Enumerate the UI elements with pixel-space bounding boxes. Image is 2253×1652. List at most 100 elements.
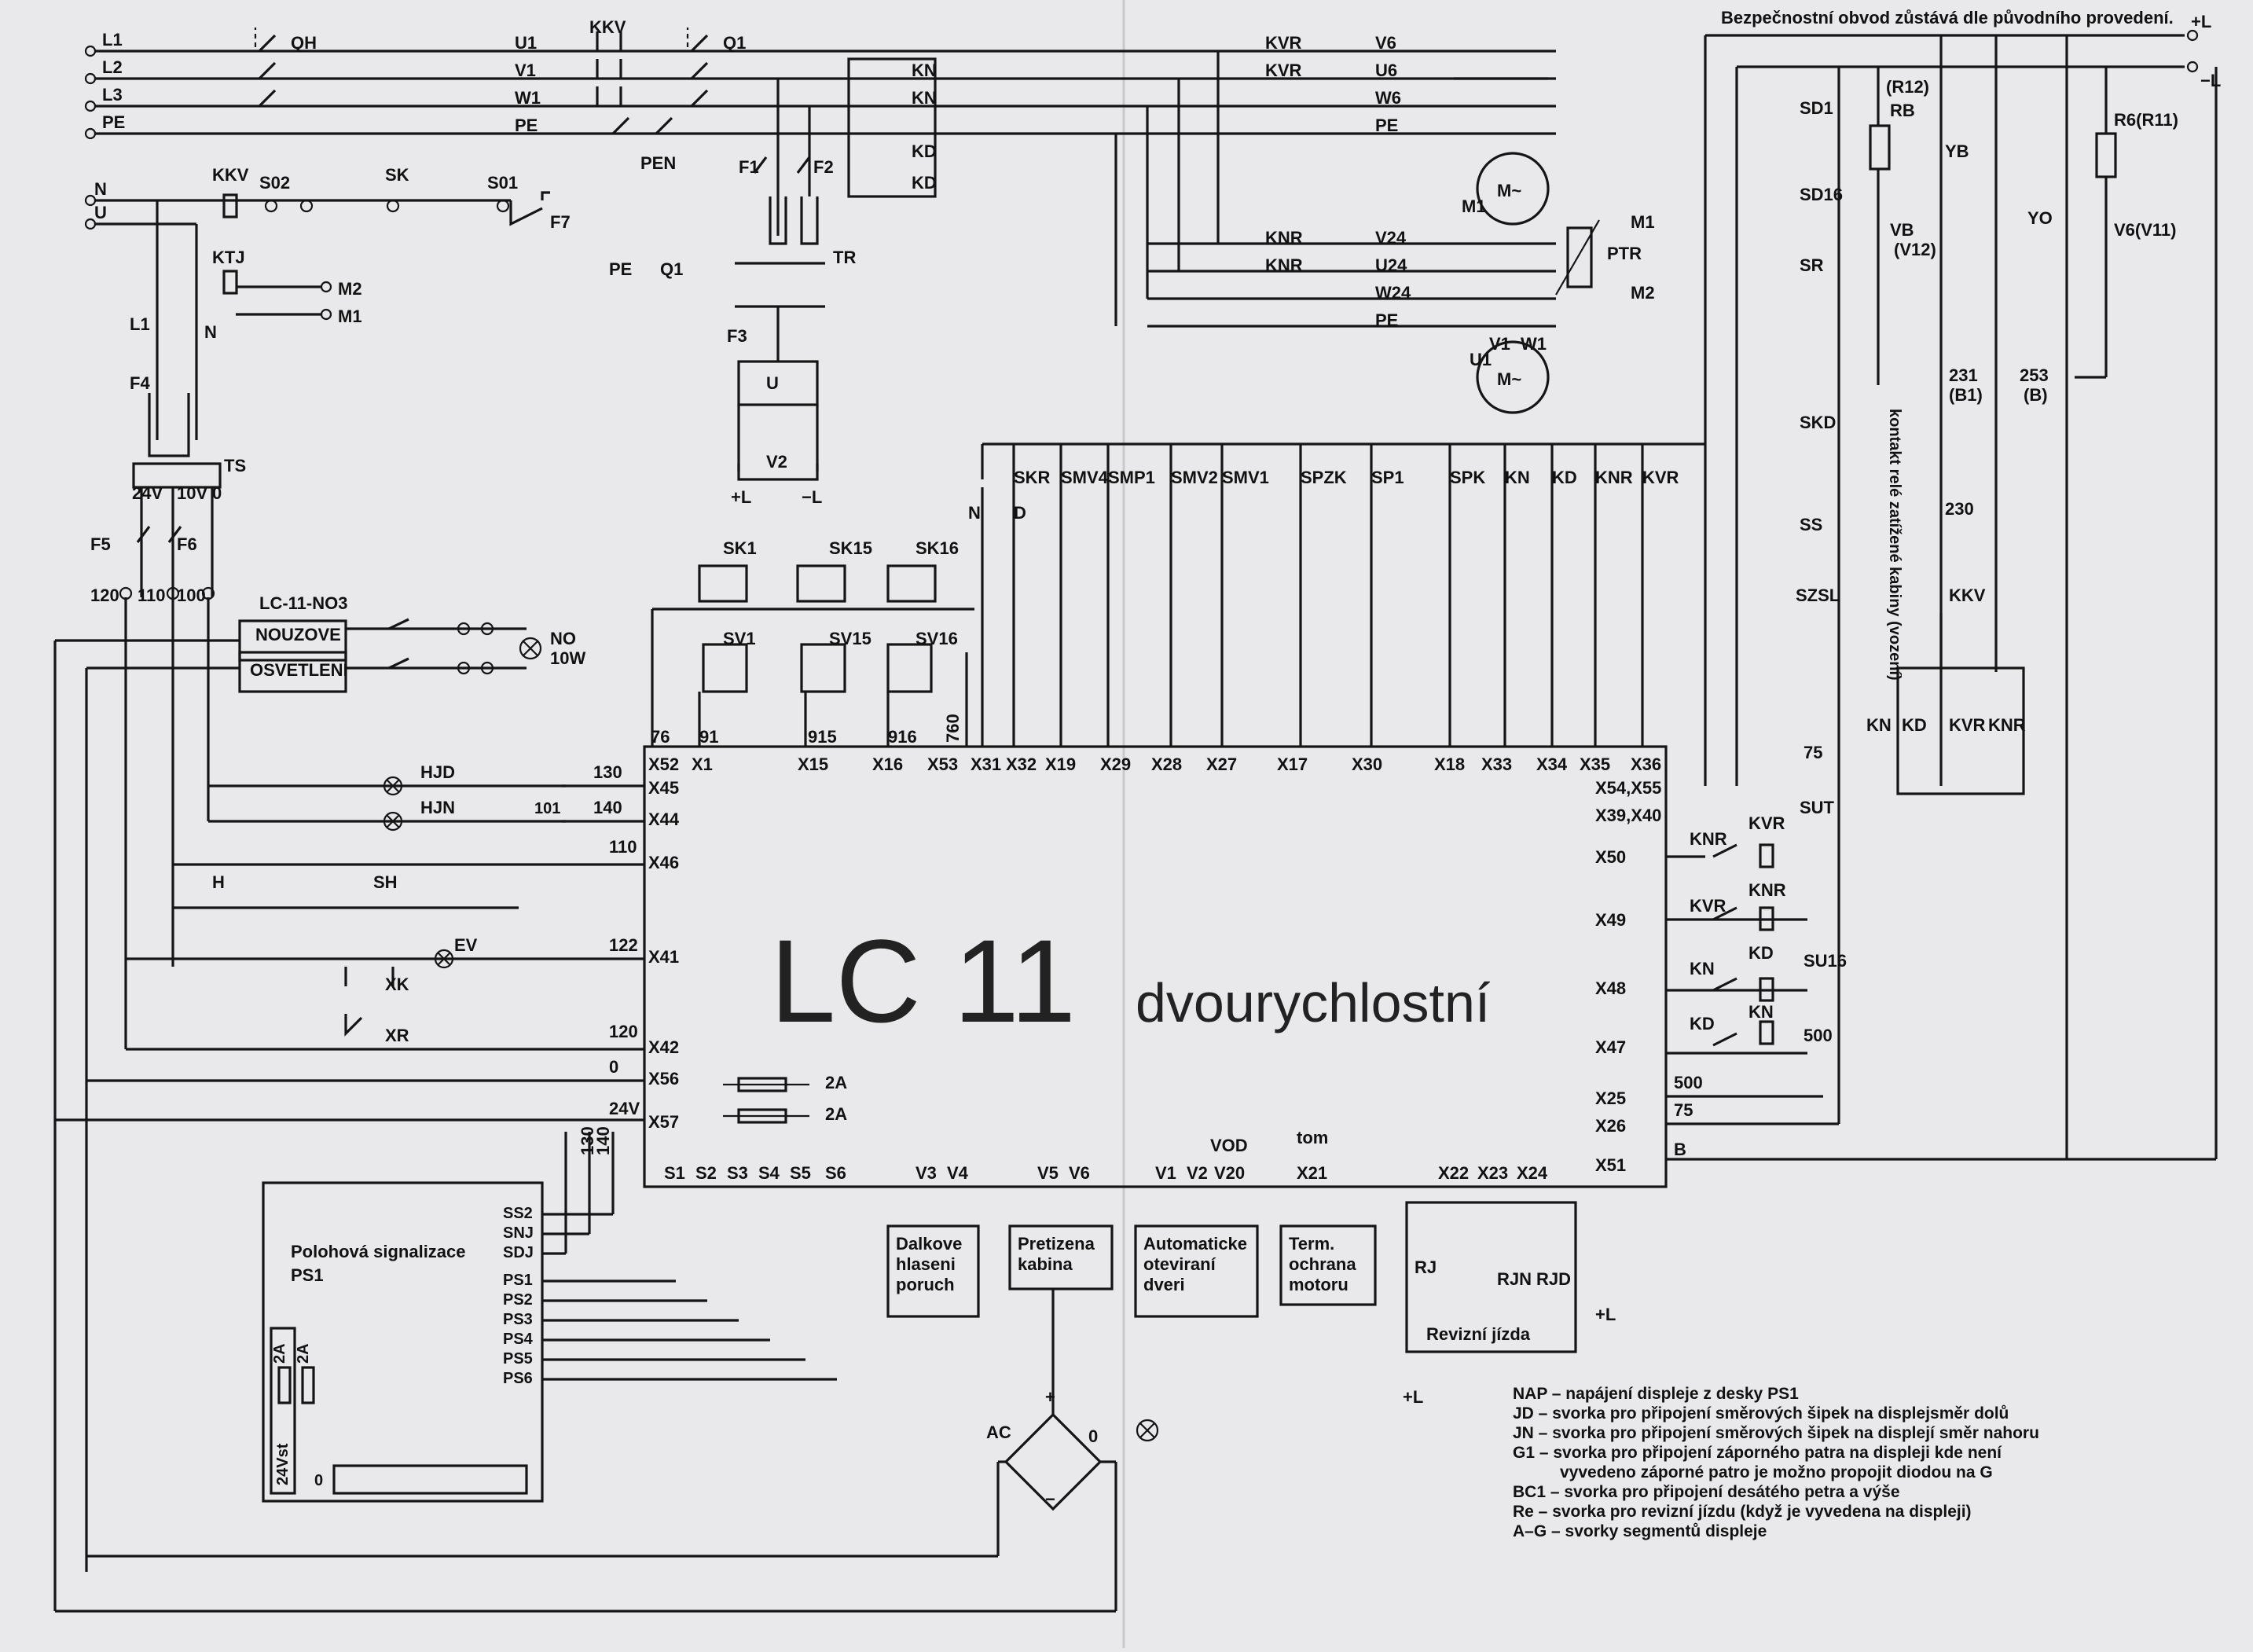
top-label: PE (1375, 116, 1398, 135)
top-label: U (766, 373, 779, 393)
terminal-bottom: X21 (1297, 1163, 1327, 1183)
terminal-top: X17 (1277, 754, 1308, 774)
terminal-bottom: X24 (1517, 1163, 1548, 1183)
switch-label: KVR (1642, 468, 1679, 487)
left-part-label: SH (373, 872, 398, 892)
right-label: R6(R11) (2114, 110, 2178, 130)
right-label: KD (1902, 715, 1927, 735)
wire-number: 101 (534, 800, 560, 817)
switch-label: KN (1505, 468, 1530, 487)
terminal-top: X34 (1536, 754, 1568, 774)
door-label: 916 (888, 727, 917, 747)
door-label: 760 (943, 714, 963, 743)
wire-number: 0 (609, 1057, 618, 1077)
controller-subtitle: dvourychlostní (1136, 972, 1491, 1033)
right-label: SD16 (1800, 185, 1843, 204)
top-label: M1 (338, 307, 362, 326)
right-label: 230 (1945, 499, 1974, 519)
wire-number: 120 (609, 1022, 638, 1041)
terminal-top: X19 (1045, 754, 1076, 774)
right-label: (V12) (1894, 240, 1936, 259)
lc11-controller: LC 11 dvourychlostní (643, 745, 1668, 1188)
right-label: SKD (1800, 413, 1836, 432)
supply-label-pe: PE (102, 112, 125, 132)
ps1-pin: SNJ (503, 1224, 534, 1242)
terminal-bottom: S5 (790, 1163, 811, 1183)
relay-label: KNR (1748, 880, 1786, 900)
ps1-supply: 0 (314, 1472, 323, 1489)
left-part-label: NOUZOVE (255, 625, 341, 644)
left-vertical-bus (53, 586, 215, 1611)
fuses-2a (723, 1077, 809, 1124)
right-label: KKV (1949, 586, 1986, 605)
top-label: M1 (1631, 212, 1655, 232)
switch-label: SPK (1450, 468, 1485, 487)
module-box (1279, 1224, 1377, 1306)
terminal-top: X27 (1206, 754, 1237, 774)
top-label: KVR (1265, 61, 1302, 80)
top-label: KTJ (212, 248, 245, 267)
terminal-top: X53 (927, 754, 958, 774)
top-label: F5 (90, 534, 111, 554)
legend-line: G1 – svorka pro připojení záporného patr… (1513, 1444, 2002, 1462)
rail-plus: +L (1704, 12, 2211, 786)
kn-kd-contactors (753, 57, 937, 245)
left-part-label: 2A (825, 1104, 847, 1124)
right-label: KNR (1988, 715, 2026, 735)
terminal-top: X35 (1580, 754, 1610, 774)
top-label: −L (802, 487, 822, 507)
revision-label: RJ (1415, 1257, 1437, 1277)
legend-line: BC1 – svorka pro připojení desátého petr… (1513, 1483, 1900, 1501)
top-label: U6 (1375, 61, 1397, 80)
right-relay-block (1666, 843, 2216, 1161)
top-label: V1 (515, 61, 536, 80)
top-label: PE (515, 116, 538, 135)
switch-label: KD (1552, 468, 1577, 487)
module-box (886, 1224, 980, 1318)
top-label: KD (912, 173, 937, 193)
top-label: TR (833, 248, 856, 267)
hoistway-switch-row (981, 442, 1705, 747)
left-part-label: 2A (825, 1073, 847, 1092)
top-label: QH (291, 33, 317, 53)
terminal-top: X31 (971, 754, 1001, 774)
wire-number: 130 (593, 762, 622, 782)
right-label: 231 (1949, 365, 1978, 385)
door-label: SK15 (829, 538, 872, 558)
ps1-pin: SDJ (503, 1244, 534, 1261)
wire-number: 110 (609, 837, 637, 857)
emergency-light-module (55, 618, 542, 693)
terminal-right: X49 (1595, 910, 1626, 930)
switch-label: SPZK (1301, 468, 1347, 487)
relay-label: KD (1690, 1014, 1715, 1033)
relay-label: KNR (1690, 829, 1727, 849)
top-label: U1 (515, 33, 537, 53)
switch-label-n: N (968, 503, 981, 523)
ps1-pin: PS3 (503, 1311, 533, 1328)
supply-lines: L1 L2 L3 PE N U (84, 30, 1556, 230)
relay-label: KN (1690, 959, 1715, 978)
left-part-label: XR (385, 1026, 409, 1045)
terminal-bottom: S4 (758, 1163, 780, 1183)
terminal-left: X56 (648, 1069, 679, 1088)
right-label: SUT (1800, 798, 1835, 817)
terminal-top: X36 (1631, 754, 1661, 774)
wire-number: 140 (593, 798, 622, 817)
switch-label: SKR (1014, 468, 1051, 487)
terminal-right: X25 (1595, 1088, 1626, 1108)
terminal-left: X44 (648, 809, 680, 829)
top-label: M~ (1497, 369, 1521, 389)
terminal-left: X46 (648, 853, 679, 872)
terminal-bottom: V5 (1037, 1163, 1059, 1183)
terminal-bottom: S6 (825, 1163, 846, 1183)
top-label: F1 (739, 157, 759, 177)
revision-label: +L (1403, 1387, 1423, 1407)
top-label: Q1 (660, 259, 683, 279)
revision-label: +L (1595, 1305, 1616, 1324)
supply-label-l1: L1 (102, 30, 123, 50)
ps1-board (262, 1132, 837, 1503)
terminal-right: X54,X55 (1595, 778, 1661, 798)
